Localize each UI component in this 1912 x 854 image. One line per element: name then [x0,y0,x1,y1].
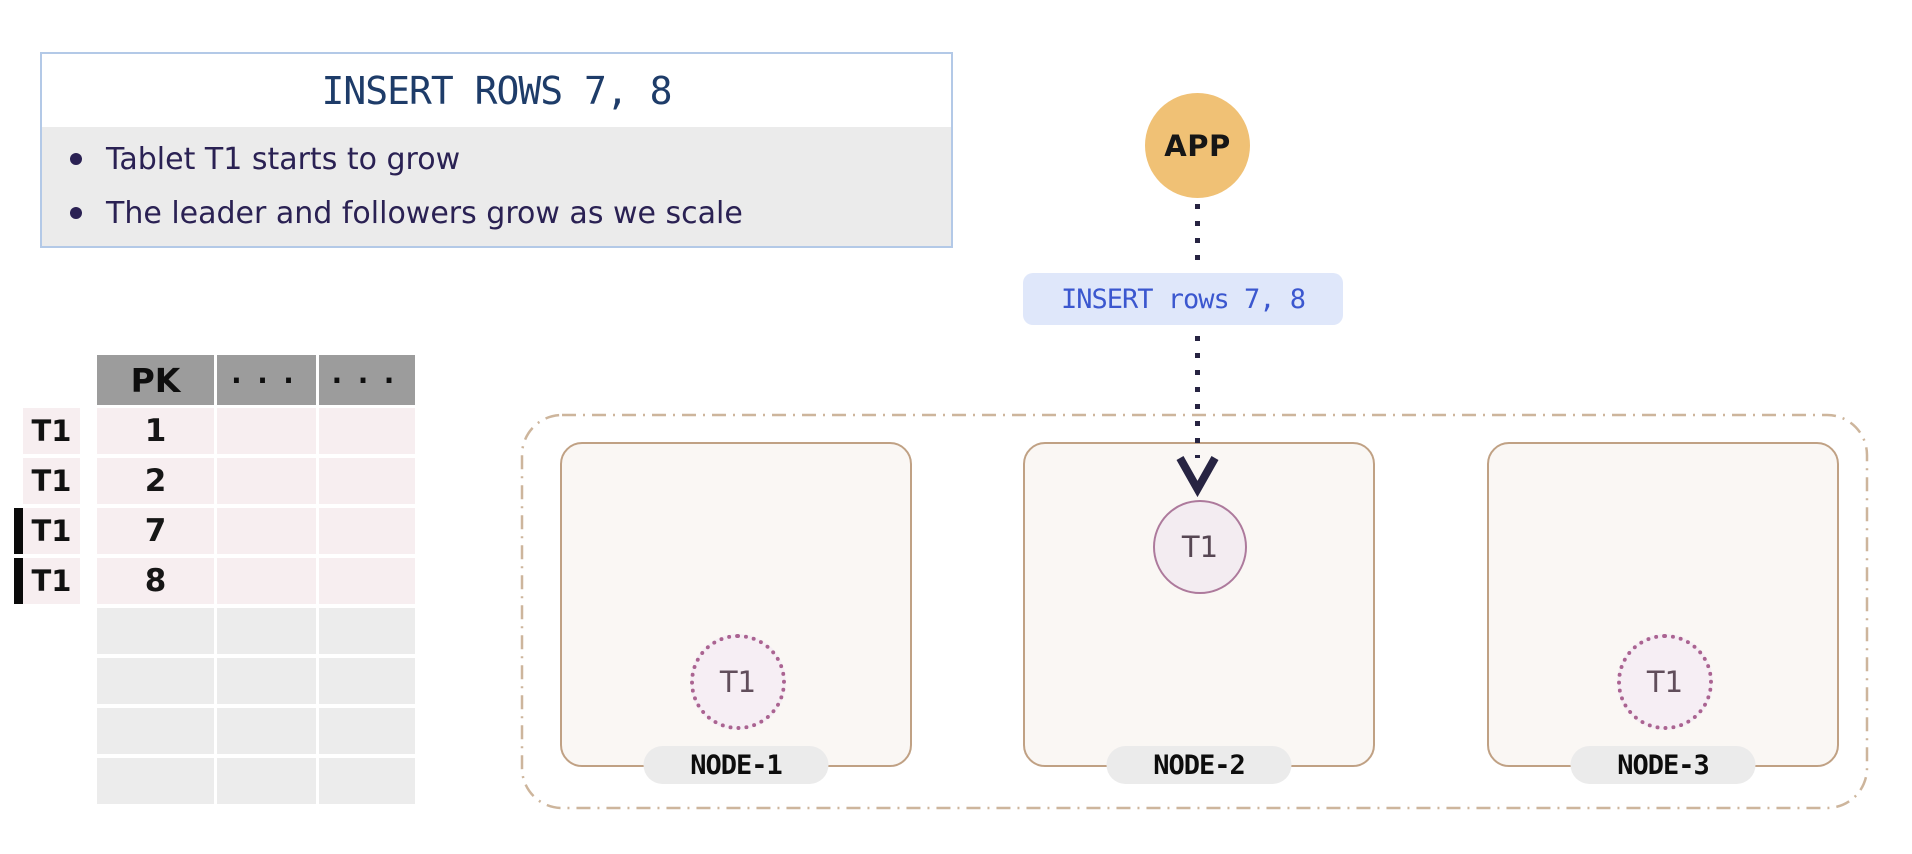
table-row [14,608,415,654]
table-row: T1 7 [14,508,415,554]
node-box-2: T1 NODE-2 [1023,442,1375,784]
data-cell [319,408,415,454]
node-name-pill: NODE-3 [1570,746,1756,784]
data-cell [319,658,415,704]
insert-marker [14,508,23,554]
table-header-row: PK ... ... [97,355,415,405]
data-cell [319,608,415,654]
bullet-item: Tablet T1 starts to grow [70,137,951,181]
bullet-text: Tablet T1 starts to grow [106,141,461,177]
tablet-leader: T1 [1153,500,1247,594]
node-box-1: T1 NODE-1 [560,442,912,784]
data-cell [319,458,415,504]
tablet-label: T1 [23,458,80,504]
pk-cell [97,608,214,654]
data-cell [319,508,415,554]
column-header-pk: PK [97,355,214,405]
tablet-label: T1 [719,665,757,699]
pk-cell: 8 [97,558,214,604]
data-cell [217,558,316,604]
pk-cell: 1 [97,408,214,454]
bullet-icon [70,207,82,219]
table-row: T1 1 [14,408,415,454]
tablet-label: T1 [1646,665,1684,699]
bullet-text: The leader and followers grow as we scal… [106,195,743,231]
pk-cell [97,658,214,704]
data-cell [217,608,316,654]
app-label: APP [1164,128,1231,163]
query-label: INSERT rows 7, 8 [1023,273,1343,325]
bullet-icon [70,153,82,165]
data-cell [217,458,316,504]
data-cell [319,708,415,754]
tablet-follower: T1 [1617,634,1713,730]
pk-table: PK ... ... T1 1 T1 2 T [14,355,415,808]
node-name-pill: NODE-1 [643,746,829,784]
info-box: INSERT ROWS 7, 8 Tablet T1 starts to gro… [40,52,953,248]
insert-marker [14,408,23,454]
pk-cell [97,708,214,754]
insert-marker [14,558,23,604]
info-box-title: INSERT ROWS 7, 8 [321,68,672,113]
data-cell [217,758,316,804]
table-row [14,758,415,804]
tablet-follower: T1 [690,634,786,730]
node-box-3: T1 NODE-3 [1487,442,1839,784]
insert-marker [14,458,23,504]
data-cell [217,708,316,754]
pk-cell: 7 [97,508,214,554]
tablet-label: T1 [23,408,80,454]
data-cell [319,758,415,804]
tablet-label: T1 [23,508,80,554]
app-node: APP [1145,93,1250,198]
tablet-label: T1 [23,558,80,604]
data-cell [217,508,316,554]
table-row [14,658,415,704]
data-cell [217,408,316,454]
node-name-pill: NODE-2 [1106,746,1292,784]
pk-cell: 2 [97,458,214,504]
table-row: T1 8 [14,558,415,604]
info-box-bullets: Tablet T1 starts to grow The leader and … [42,127,951,246]
table-row: T1 2 [14,458,415,504]
column-header-ellipsis: ... [319,355,415,405]
bullet-item: The leader and followers grow as we scal… [70,191,951,235]
data-cell [217,658,316,704]
pk-cell [97,758,214,804]
column-header-ellipsis: ... [217,355,316,405]
table-row [14,708,415,754]
data-cell [319,558,415,604]
tablet-label: T1 [1181,530,1219,564]
